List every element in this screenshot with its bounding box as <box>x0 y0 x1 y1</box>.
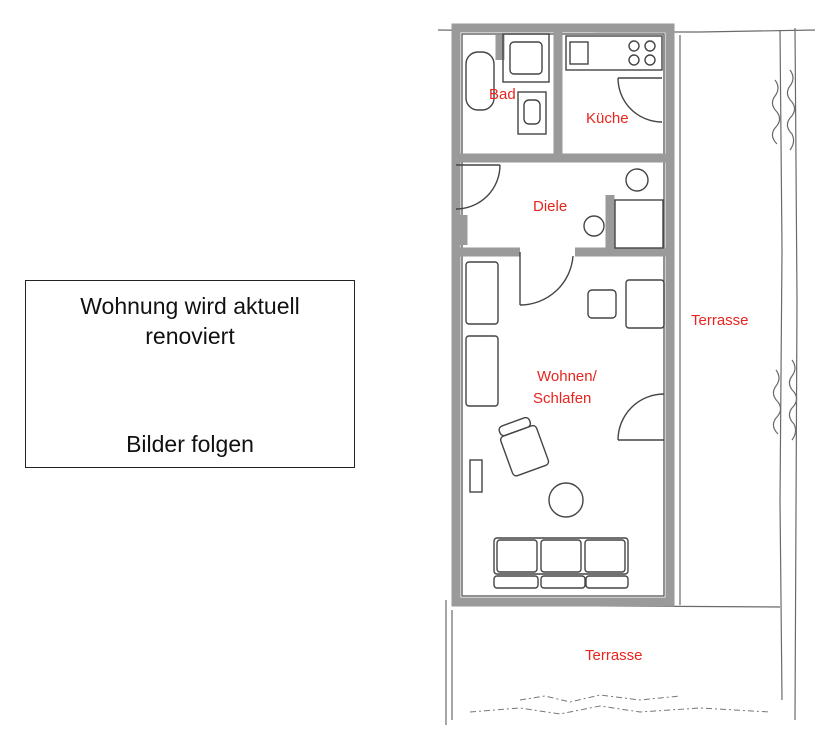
kitchen-fixtures <box>565 35 663 123</box>
label-diele: Diele <box>533 198 567 215</box>
notice-line-3: Bilder folgen <box>126 431 254 457</box>
notice-line-2: renoviert <box>145 323 235 349</box>
room-labels: Bad Küche Diele Wohnen/ Schlafen Terrass… <box>489 86 749 664</box>
living-room-furniture <box>465 261 665 589</box>
label-schlafen: Schlafen <box>533 390 591 407</box>
label-terrasse-right: Terrasse <box>691 312 749 329</box>
notice-line-1: Wohnung wird aktuell <box>80 293 300 319</box>
label-terrasse-bottom: Terrasse <box>585 647 643 664</box>
label-kueche: Küche <box>586 110 629 127</box>
label-bad: Bad <box>489 86 516 103</box>
label-wohnen: Wohnen/ <box>537 368 598 385</box>
hall-fixtures <box>455 164 664 306</box>
notice-box: Wohnung wird aktuell renoviert Bilder fo… <box>25 280 355 468</box>
walls <box>451 23 675 607</box>
terrace-outline <box>437 27 816 725</box>
bathroom-fixtures <box>465 33 550 135</box>
